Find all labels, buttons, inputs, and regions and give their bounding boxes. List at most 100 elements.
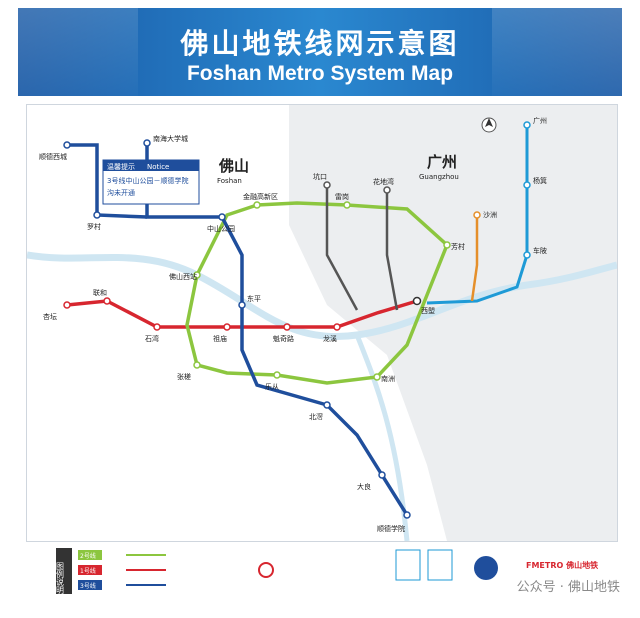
station-dot[interactable]: [153, 323, 161, 331]
station-dot[interactable]: [323, 181, 331, 189]
legend-line-3-swatch: [78, 580, 102, 590]
station-label: 广州: [533, 116, 547, 125]
line-3-route: [145, 143, 409, 516]
station-label: 车陂: [533, 246, 547, 255]
qr-code-icon: [395, 549, 421, 581]
station-label: 杏坛: [43, 312, 57, 321]
station-dot[interactable]: [193, 361, 201, 369]
city-label-foshan-en: Foshan: [217, 177, 242, 185]
station-label: 芳村: [451, 242, 465, 251]
legend-line-3-label: 3号线: [80, 582, 96, 590]
legend-line-2-label: 2号线: [80, 552, 96, 560]
map-legend: 图例说明 2号线 1号线 3号线 FMETRO 佛山地铁: [56, 548, 616, 608]
station-label: 联和: [93, 288, 107, 297]
station-dot[interactable]: [443, 241, 451, 249]
station-label: 中山公园: [207, 224, 235, 233]
station-label: 北滘: [309, 412, 323, 421]
line-2-route: [185, 201, 450, 385]
gz-line-grey: [325, 185, 359, 311]
header-decoration-right: [492, 8, 622, 96]
metro-map-canvas: 温馨提示 Notice 3号线中山公园－顺德学院 沟未开通 佛山 Foshan …: [26, 105, 618, 542]
notice-header: [103, 160, 199, 171]
station-dot[interactable]: [523, 181, 531, 189]
station-dot[interactable]: [273, 371, 281, 379]
station-dot[interactable]: [238, 301, 246, 309]
legend-line-1-swatch: [78, 565, 102, 575]
notice-head-cn: 温馨提示: [107, 162, 135, 171]
station-label: 西塱: [421, 306, 435, 315]
station-label: 乐从: [265, 382, 279, 391]
city-label-guangzhou-en: Guangzhou: [419, 173, 459, 181]
station-label: 坑口: [313, 172, 327, 181]
line-1-route: [66, 299, 418, 329]
brand-logo: FMETRO 佛山地铁: [526, 560, 598, 570]
station-dot[interactable]: [93, 211, 101, 219]
legend-transfer-icon: [258, 562, 274, 578]
station-label: 雷岗: [335, 193, 349, 201]
station-label: 石湾: [145, 334, 159, 343]
station-label: 龙溪: [323, 334, 337, 343]
line-3-branch: [67, 143, 148, 219]
station-dot[interactable]: [218, 213, 226, 221]
station-label: 南海大学城: [153, 134, 188, 143]
station-dot[interactable]: [103, 297, 111, 305]
station-label: 南洲: [381, 374, 395, 383]
station-label: 东平: [247, 294, 261, 303]
title-chinese: 佛山地铁线网示意图: [180, 27, 460, 60]
legend-line-1-label: 1号线: [80, 567, 96, 575]
station-dot[interactable]: [63, 301, 71, 309]
legend-canvas: 图例说明 2号线 1号线 3号线 FMETRO 佛山地铁: [56, 548, 598, 595]
gz-line-orange: [470, 215, 479, 302]
station-dot[interactable]: [333, 323, 341, 331]
river-main: [26, 251, 618, 340]
notice-line2: 沟未开通: [107, 188, 135, 197]
station-label: 花地湾: [373, 177, 394, 186]
station-dot[interactable]: [193, 271, 201, 279]
station-dot[interactable]: [283, 323, 291, 331]
station-transfer[interactable]: [412, 296, 422, 306]
city-label-foshan: 佛山: [218, 157, 249, 175]
header-decoration-left: [18, 8, 138, 96]
station-label: 张槎: [177, 372, 191, 381]
station-label: 魁奇路: [273, 334, 294, 343]
station-dot[interactable]: [253, 201, 261, 209]
qr-code-icon: [427, 549, 453, 581]
notice-line1: 3号线中山公园－顺德学院: [107, 176, 188, 185]
station-label: 金融高新区: [243, 192, 278, 201]
gz-line-east: [426, 125, 529, 305]
station-dot[interactable]: [383, 186, 391, 194]
station-dot[interactable]: [523, 121, 531, 129]
station-label: 沙洲: [483, 211, 497, 219]
station-label: 罗村: [87, 222, 101, 231]
gz-line-grey-2: [385, 190, 399, 311]
station-label: 顺德学院: [377, 524, 405, 533]
legend-label-box: [56, 548, 72, 594]
notice-head-en: Notice: [147, 163, 169, 171]
wechat-watermark: 公众号 · 佛山地铁: [516, 580, 620, 595]
station-dot[interactable]: [473, 211, 481, 219]
legend-label: 图例说明: [56, 562, 65, 595]
station-label: 大良: [357, 482, 371, 491]
station-dot[interactable]: [223, 323, 231, 331]
station-label: 祖庙: [213, 334, 227, 343]
title-english: Foshan Metro System Map: [186, 62, 454, 85]
station-label: 顺德西城: [39, 152, 67, 161]
metro-map: 温馨提示 Notice 3号线中山公园－顺德学院 沟未开通 佛山 Foshan …: [26, 104, 618, 542]
station-dot[interactable]: [523, 251, 531, 259]
service-24h-icon: [474, 556, 498, 580]
station-dot[interactable]: [323, 401, 331, 409]
station-dot[interactable]: [373, 373, 381, 381]
north-arrow-icon: [485, 118, 493, 127]
station-dot[interactable]: [403, 511, 411, 519]
station-dot[interactable]: [63, 141, 71, 149]
station-label: 杨箕: [533, 176, 547, 185]
map-header: 佛山地铁线网示意图 Foshan Metro System Map: [18, 8, 622, 96]
legend-line-2-swatch: [78, 550, 102, 560]
station-dot[interactable]: [378, 471, 386, 479]
city-label-guangzhou: 广州: [427, 153, 457, 171]
guangzhou-region: [289, 105, 617, 541]
station-dot[interactable]: [343, 201, 351, 209]
station-label: 佛山西站: [169, 272, 197, 281]
river-south: [354, 334, 410, 542]
station-dot[interactable]: [143, 139, 151, 147]
